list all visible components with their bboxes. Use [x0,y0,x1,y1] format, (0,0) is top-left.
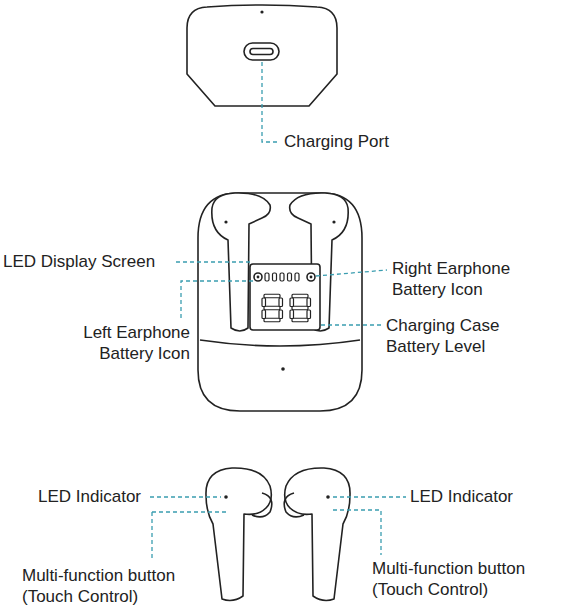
callout-label: Charging Port [284,131,444,152]
display-segment [292,294,308,298]
battery-bar [273,273,277,281]
display-segment [307,310,311,319]
battery-bar [280,273,284,281]
charging-case [198,193,362,411]
callout-label: Multi-function button (Touch Control) [22,565,210,605]
display-segment [292,318,308,322]
callout-label: Right Earphone Battery Icon [392,258,552,300]
usb-c-port [244,43,279,60]
display-segment [262,310,266,319]
led-display [250,264,320,330]
display-segment [264,294,280,298]
right-earbud [285,468,350,601]
display-segment [264,318,280,322]
callout-label: Multi-function button (Touch Control) [372,558,558,600]
display-segment [264,306,280,310]
battery-bar [265,273,269,281]
display-segment [292,306,308,310]
display-segment [279,310,283,319]
callout-label: LED Display Screen [3,251,173,272]
display-segment [279,298,283,307]
callout-label: LED Indicator [410,486,550,507]
display-segment [290,298,294,307]
callout-label: Charging Case Battery Level [386,315,546,357]
battery-bar [288,273,292,281]
display-segment [290,310,294,319]
callout-label: LED Indicator [38,486,148,507]
display-segment [262,298,266,307]
left-earbud [206,468,271,601]
callout-label: Left Earphone Battery Icon [45,322,190,364]
battery-bar [295,273,299,281]
display-segment [307,298,311,307]
